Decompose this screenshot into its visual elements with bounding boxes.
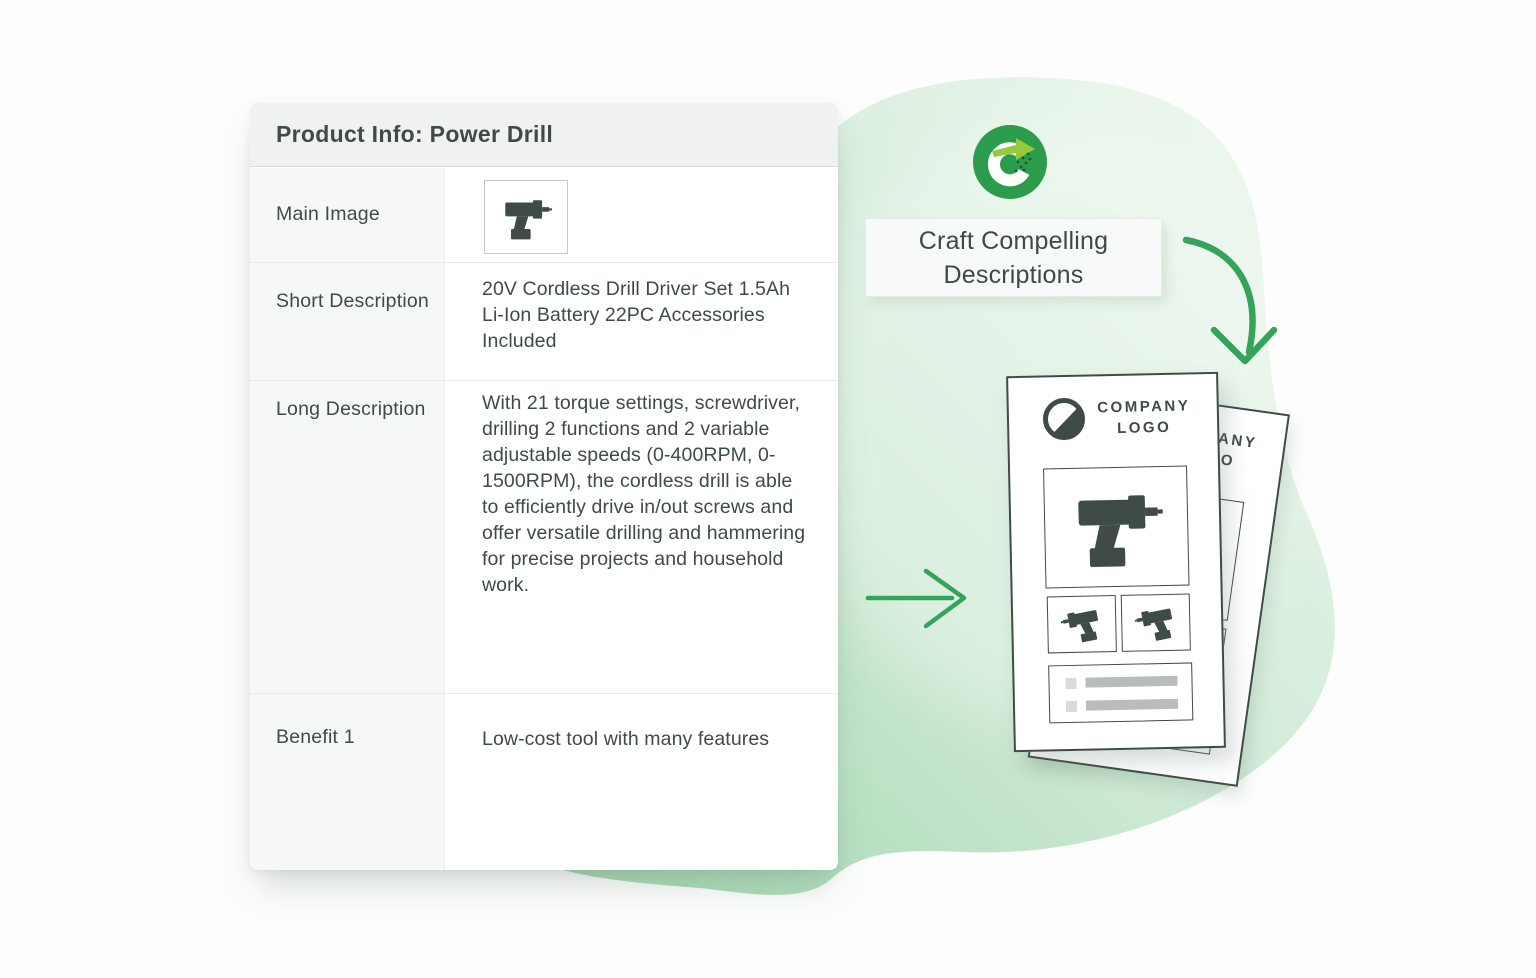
benefit-1-label: Benefit 1 <box>276 726 355 748</box>
sliced-circle-icon <box>1032 387 1097 452</box>
long-description-value: With 21 torque settings, screwdriver, dr… <box>482 392 806 596</box>
description-placeholder-box <box>1048 662 1194 724</box>
power-drill-icon <box>1134 608 1172 641</box>
callout-text: Craft Compelling Descriptions <box>918 226 1109 289</box>
swoosh-arrow-circle-icon <box>973 125 1047 199</box>
company-logo-text: COMPANY LOGO <box>1097 397 1191 437</box>
row-divider <box>250 262 838 263</box>
curved-down-arrow-icon <box>1182 236 1278 365</box>
long-description-label: Long Description <box>276 398 426 420</box>
thumbnail-box <box>1046 595 1117 654</box>
thumbnail-box <box>1120 593 1191 652</box>
power-drill-icon <box>1078 495 1163 568</box>
card-title: Product Info: Power Drill <box>250 103 838 167</box>
benefit-1-value: Low-cost tool with many features <box>482 728 770 750</box>
callout-label: Craft Compelling Descriptions <box>865 218 1162 297</box>
hero-image-box <box>1043 465 1190 589</box>
label-column-background <box>250 168 445 870</box>
main-image-thumbnail <box>484 180 568 254</box>
bullet-placeholder <box>1065 677 1077 690</box>
right-arrow-icon <box>865 568 967 629</box>
row-divider <box>250 693 838 694</box>
main-image-label: Main Image <box>276 203 380 225</box>
short-description-value: 20V Cordless Drill Driver Set 1.5Ah Li-I… <box>482 278 791 352</box>
row-divider <box>250 380 838 381</box>
product-info-card: Product Info: Power Drill Main Image Sho… <box>250 103 838 870</box>
power-drill-icon <box>505 199 552 239</box>
short-description-label: Short Description <box>276 290 429 312</box>
text-line-placeholder <box>1085 698 1179 711</box>
mockup-page-front: COMPANY LOGO <box>1006 371 1226 753</box>
bullet-placeholder <box>1065 700 1078 713</box>
power-drill-icon <box>1060 609 1098 642</box>
company-logo-row: COMPANY LOGO <box>1026 389 1205 449</box>
text-line-placeholder <box>1085 675 1178 688</box>
